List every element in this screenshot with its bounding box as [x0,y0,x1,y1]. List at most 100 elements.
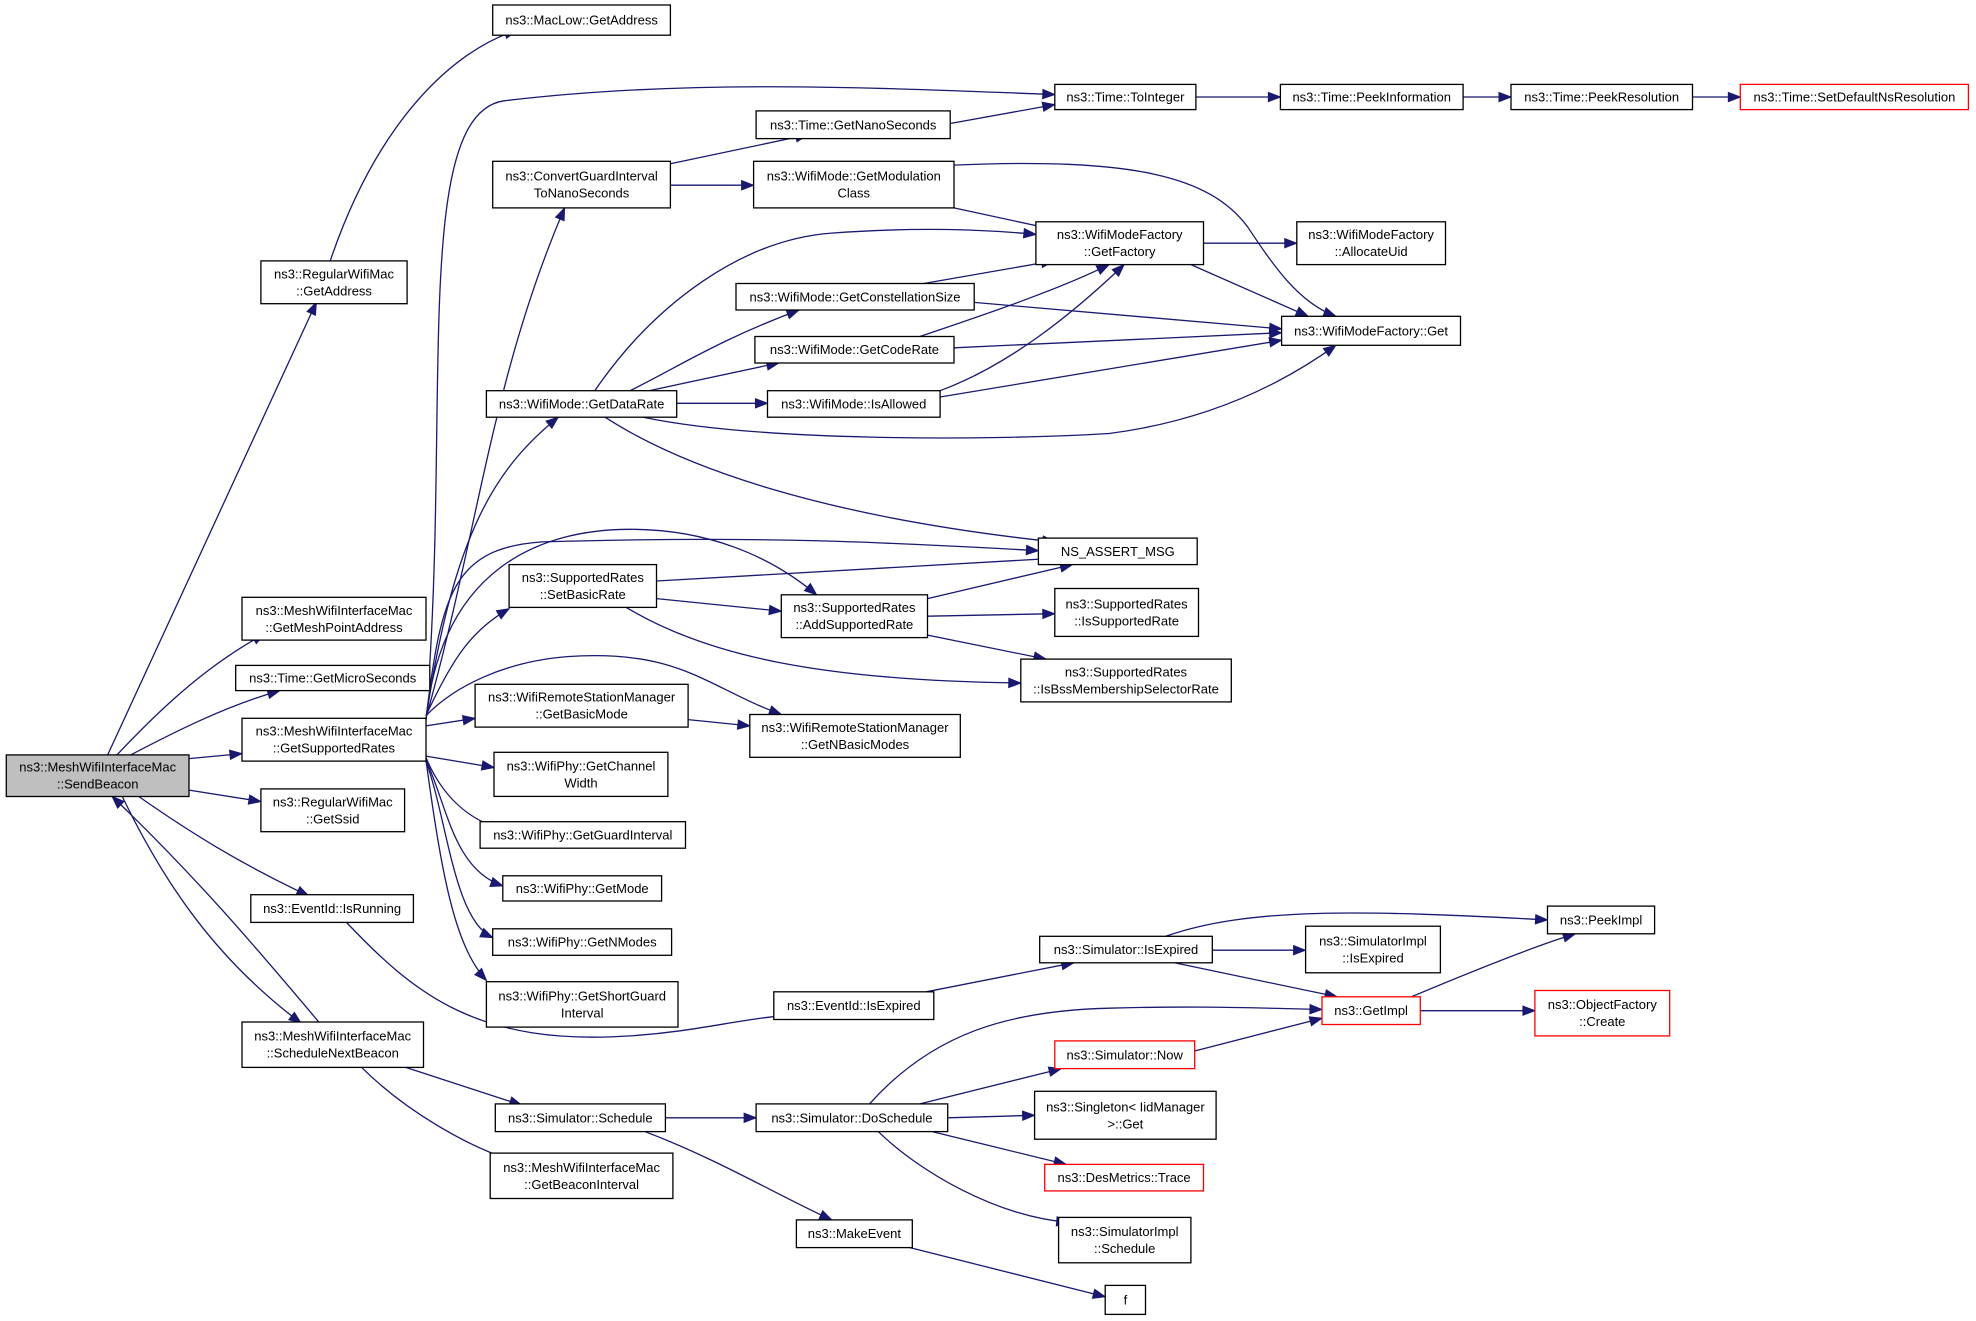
node-box [1020,658,1232,703]
node-n6[interactable]: ns3::Time::PeekInformation [1279,83,1464,111]
edge-n21-to-n20 [656,553,1057,582]
node-n46[interactable]: ns3::SimulatorImpl::Schedule [1057,1216,1192,1264]
node-n20[interactable]: NS_ASSERT_MSG [1037,537,1198,566]
node-n36[interactable]: ns3::SimulatorImpl::IsExpired [1304,925,1442,974]
node-label-line: ns3::MeshWifiInterfaceMac [503,1160,660,1175]
node-n42[interactable]: ns3::Simulator::DoSchedule [755,1103,949,1133]
node-label-line: ns3::SupportedRates [793,600,916,615]
node-n1[interactable]: ns3::RegularWifiMac::GetAddress [260,260,408,305]
node-label-line: ns3::MeshWifiInterfaceMac [256,724,413,739]
arrowhead [1727,91,1742,103]
node-box [492,160,672,209]
node-label-line: ::GetBeaconInterval [524,1177,639,1192]
node-n13[interactable]: ns3::WifiModeFactory::GetFactory [1035,221,1205,266]
node-n0[interactable]: ns3::MeshWifiInterfaceMac::SendBeacon [5,754,190,798]
node-n11[interactable]: ns3::Time::GetNanoSeconds [755,110,951,140]
node-n34[interactable]: ns3::EventId::IsExpired [773,991,935,1021]
arrowhead [1008,677,1023,689]
edge-line [128,689,280,757]
node-box [1054,1040,1196,1070]
node-n35[interactable]: ns3::Simulator::IsExpired [1039,935,1213,964]
arrowhead [489,876,505,888]
arrowhead [229,749,244,761]
edge-line [629,309,800,392]
edge-n9-to-n22 [425,528,818,721]
arrowhead [767,705,783,716]
node-n22[interactable]: ns3::SupportedRates::AddSupportedRate [780,594,929,639]
node-n30[interactable]: ns3::WifiPhy::GetNModes [492,928,673,956]
arrowhead [545,416,560,430]
arrowhead [1322,307,1338,318]
node-n4[interactable]: ns3::Time::GetMicroSeconds [235,664,431,692]
node-n40[interactable]: ns3::MeshWifiInterfaceMac::ScheduleNextB… [241,1021,425,1069]
edge-line [869,1006,1323,1105]
node-n7[interactable]: ns3::Time::PeekResolution [1510,83,1694,111]
arrowhead [1498,91,1513,103]
node-n41[interactable]: ns3::Simulator::Schedule [494,1103,667,1133]
node-n48[interactable]: ns3::MakeEvent [795,1219,913,1249]
edge-n17-to-n13 [923,257,1055,285]
node-box [1039,935,1213,964]
edge-line [425,538,1039,720]
node-n32[interactable]: ns3::RegularWifiMac::GetSsid [260,788,406,833]
node-n37[interactable]: ns3::PeekImpl [1546,905,1656,935]
node-n43[interactable]: ns3::Simulator::Now [1054,1040,1196,1070]
node-n3[interactable]: ns3::MeshWifiInterfaceMac::GetMeshPointA… [241,596,427,641]
edge-n9-to-n20 [425,538,1040,720]
node-box [235,664,431,692]
node-n39[interactable]: ns3::ObjectFactory::Create [1534,989,1671,1037]
edge-n9-to-n21 [425,607,511,717]
node-label-line: ::IsExpired [1342,951,1403,966]
node-n45[interactable]: ns3::DesMetrics::Trace [1044,1163,1205,1192]
node-n15[interactable]: ns3::WifiModeFactory::Get [1280,315,1462,346]
node-box [1054,83,1197,111]
node-n21[interactable]: ns3::SupportedRates::SetBasicRate [508,563,658,609]
node-n47[interactable]: ns3::MeshWifiInterfaceMac::GetBeaconInte… [489,1152,674,1200]
node-n28[interactable]: ns3::WifiPhy::GetGuardInterval [479,821,687,849]
node-n38[interactable]: ns3::GetImpl [1321,996,1421,1026]
node-n18[interactable]: ns3::WifiMode::GetCodeRate [754,335,955,364]
arrowhead [803,582,818,596]
node-n8[interactable]: ns3::Time::SetDefaultNsResolution [1739,83,1970,111]
node-n23[interactable]: ns3::SupportedRates::IsSupportedRate [1054,587,1200,638]
node-n9[interactable]: ns3::MeshWifiInterfaceMac::GetSupportedR… [241,717,427,762]
node-label-line: ns3::WifiModeFactory::Get [1294,323,1448,338]
node-label-line: ns3::MeshWifiInterfaceMac [19,760,176,775]
node-label-line: ::SendBeacon [57,777,139,792]
node-n19[interactable]: ns3::WifiMode::IsAllowed [766,390,941,418]
edge-n9-to-n27 [425,755,496,771]
node-n16[interactable]: ns3::WifiMode::GetDataRate [485,390,678,418]
edge-line [877,1131,1069,1224]
edge-n10-to-n12 [670,179,755,191]
node-n33[interactable]: ns3::EventId::IsRunning [250,894,415,924]
node-n2[interactable]: ns3::MacLow::GetAddress [492,4,672,36]
node-label-line: ns3::MeshWifiInterfaceMac [254,1029,411,1044]
edge-n16-to-n18 [648,360,781,392]
node-n14[interactable]: ns3::WifiModeFactory::AllocateUid [1296,221,1447,266]
node-box [241,717,427,762]
node-n44[interactable]: ns3::Singleton< IidManager>::Get [1033,1090,1217,1140]
node-n29[interactable]: ns3::WifiPhy::GetMode [502,875,663,902]
node-n24[interactable]: ns3::SupportedRates::IsBssMembershipSele… [1020,658,1232,703]
node-n25[interactable]: ns3::WifiRemoteStationManager::GetBasicM… [474,683,689,728]
node-n26[interactable]: ns3::WifiRemoteStationManager::GetNBasic… [749,713,961,758]
node-n5[interactable]: ns3::Time::ToInteger [1054,83,1197,111]
edge-n42-to-n38 [869,1003,1324,1105]
node-label-line: Class [838,186,871,201]
node-label-line: ::GetNBasicModes [801,737,910,752]
edge-line [604,416,1055,543]
edge-line [1194,1017,1323,1052]
node-n17[interactable]: ns3::WifiMode::GetConstellationSize [735,282,975,311]
node-box [241,1021,425,1069]
edge-n35-to-n37 [1165,912,1549,937]
node-label-line: ::AllocateUid [1335,244,1408,259]
node-box [754,335,955,364]
edge-n5-to-n6 [1195,91,1282,103]
node-n49[interactable]: f [1104,1284,1147,1316]
node-label-line: ::Schedule [1094,1241,1155,1256]
